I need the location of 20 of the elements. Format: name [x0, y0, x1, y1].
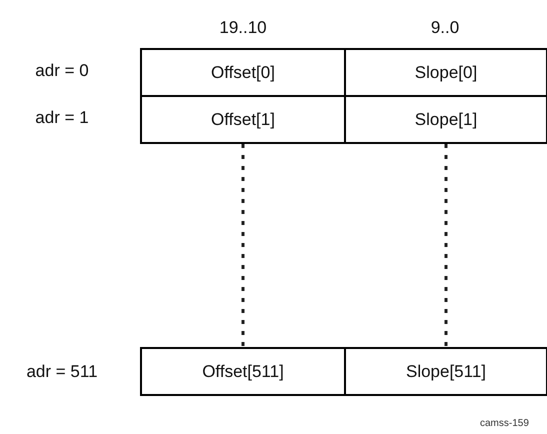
table-cell [344, 95, 547, 144]
address-label: adr = 1 [35, 108, 89, 128]
figure-id: camss-159 [480, 418, 529, 429]
dotted-line [242, 144, 244, 347]
table-cell [140, 347, 346, 396]
cell-text: Offset[511] [202, 362, 284, 382]
cell-text: Slope[0] [414, 62, 478, 82]
address-label: adr = 0 [35, 61, 89, 81]
address-label: adr = 511 [26, 362, 98, 382]
table-cell [140, 48, 346, 97]
cell-text: Offset[0] [211, 62, 275, 82]
table-cell [344, 48, 547, 97]
bit-range-label: 19..10 [219, 18, 267, 38]
dotted-line [444, 144, 448, 347]
cell-text: Offset[1] [211, 110, 275, 130]
table-cell [140, 95, 346, 144]
bit-range-label: 9..0 [430, 18, 460, 38]
cell-text: Slope[511] [406, 362, 486, 382]
cell-text: Slope[1] [414, 110, 478, 130]
table-cell [344, 347, 547, 396]
